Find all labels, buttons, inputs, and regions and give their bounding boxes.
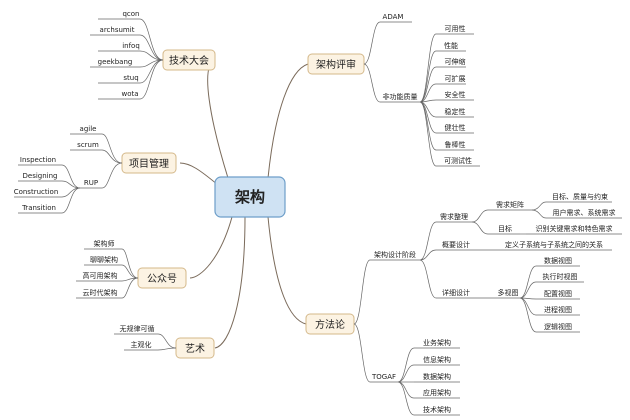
- branch-review-label: 架构评审: [316, 58, 356, 71]
- project-leaves: agile scrum RUP Inspection Designing Con…: [14, 125, 123, 214]
- rup-item: Inspection: [20, 156, 56, 164]
- nfq-item: 鲁棒性: [445, 140, 466, 149]
- center-node[interactable]: [214, 176, 286, 218]
- review-adam: ADAM: [383, 13, 404, 21]
- art-leaves: 无规律可循 主观化: [114, 324, 177, 351]
- view-item: 配置视图: [544, 289, 572, 298]
- method-goal: 目标: [498, 224, 512, 233]
- method-key-req: 识别关键需求和特色需求: [536, 224, 613, 233]
- method-detail: 详细设计: [442, 288, 470, 297]
- method-design-phase: 架构设计阶段: [374, 250, 416, 259]
- nfq-item: 健壮性: [445, 123, 466, 132]
- branch-wechat-label: 公众号: [147, 273, 177, 285]
- rup-item: Designing: [23, 172, 58, 180]
- tech-conf-item: qcon: [122, 10, 139, 18]
- edge-wechat: [189, 216, 233, 279]
- review-nfq: 非功能质量: [383, 92, 418, 101]
- wechat-item: 高可用架构: [83, 271, 118, 280]
- branch-method-label: 方法论: [315, 318, 345, 331]
- togaf-item: 业务架构: [423, 338, 451, 347]
- method-req-org: 需求整理: [440, 212, 468, 221]
- view-item: 逻辑视图: [544, 322, 572, 331]
- wechat-leaves: 架构师 聊聊架构 高可用架构 云时代架构: [76, 239, 139, 299]
- method-togaf: TOGAF: [371, 373, 396, 381]
- rup-item: Transition: [21, 204, 56, 212]
- method-multiview: 多视图: [498, 288, 519, 297]
- nfq-item: 稳定性: [445, 107, 466, 116]
- tech-conf-item: geekbang: [98, 58, 133, 66]
- togaf-item: 应用架构: [423, 388, 451, 397]
- wechat-item: 云时代架构: [83, 288, 118, 297]
- tech-conf-item: wota: [121, 90, 138, 98]
- review-leaves: ADAM 非功能质量 可用性 性能 可伸缩 可扩展 安全性 稳定性 健壮性 鲁棒…: [363, 13, 480, 167]
- art-item: 无规律可循: [120, 324, 155, 333]
- project-agile: agile: [80, 125, 97, 133]
- nfq-item: 可扩展: [445, 74, 466, 83]
- tech-conf-leaves: qcon archsumit infoq geekbang stuq wota: [90, 10, 164, 100]
- wechat-item: 聊聊架构: [90, 255, 118, 264]
- nfq-item: 安全性: [445, 90, 466, 99]
- project-rup: RUP: [84, 179, 98, 187]
- edge-review: [267, 63, 309, 179]
- method-outline-desc: 定义子系统与子系统之间的关系: [505, 240, 603, 249]
- edge-project: [179, 162, 219, 186]
- branch-project-label: 项目管理: [129, 157, 169, 170]
- method-leaves: 架构设计阶段 TOGAF 需求整理 概要设计 详细设计 需求矩阵 目标 目标、质…: [353, 192, 622, 416]
- togaf-item: 数据架构: [423, 372, 451, 381]
- tech-conf-item: stuq: [123, 74, 138, 82]
- edge-method: [267, 216, 307, 325]
- method-user-sys-req: 用户需求、系统需求: [553, 208, 616, 217]
- togaf-item: 技术架构: [423, 405, 451, 414]
- togaf-item: 信息架构: [423, 355, 451, 364]
- nfq-item: 性能: [444, 41, 458, 50]
- rup-item: Construction: [14, 188, 59, 196]
- method-outline: 概要设计: [442, 240, 470, 249]
- view-item: 执行时视图: [543, 272, 578, 281]
- view-item: 数据视图: [544, 256, 572, 265]
- method-req-matrix: 需求矩阵: [496, 200, 524, 209]
- art-item: 主观化: [131, 340, 152, 349]
- nfq-item: 可用性: [445, 24, 466, 33]
- view-item: 进程视图: [544, 305, 572, 314]
- branch-tech-conf-label: 技术大会: [169, 54, 209, 67]
- nfq-item: 可测试性: [444, 156, 472, 165]
- tech-conf-item: archsumit: [100, 26, 135, 34]
- edge-art: [214, 216, 246, 349]
- wechat-item: 架构师: [94, 239, 115, 248]
- branch-art-label: 艺术: [185, 343, 205, 355]
- tech-conf-item: infoq: [122, 42, 140, 50]
- method-goal-quality: 目标、质量与约束: [552, 192, 608, 201]
- center-label: 架构: [234, 188, 265, 206]
- nfq-item: 可伸缩: [445, 57, 466, 66]
- project-scrum: scrum: [77, 141, 99, 149]
- edge-tech-conf: [207, 59, 229, 179]
